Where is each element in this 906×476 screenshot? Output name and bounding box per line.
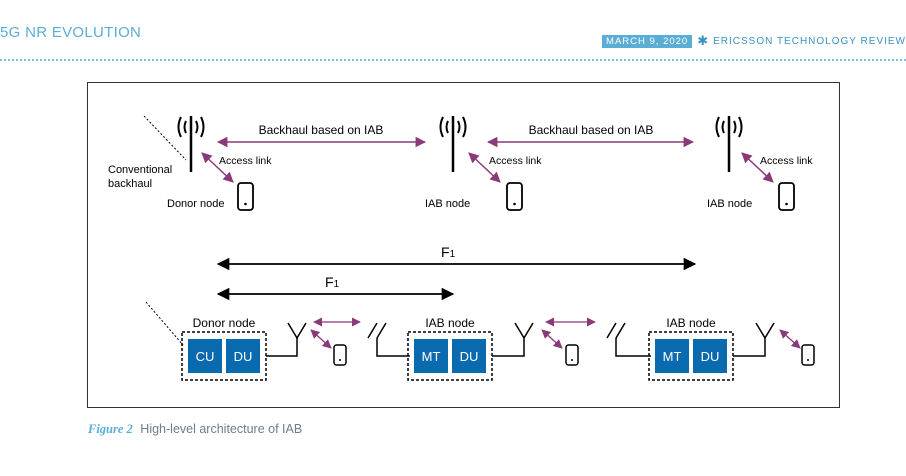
iab-node-1-label: IAB node <box>425 198 470 210</box>
donor-node-label: Donor node <box>167 198 225 210</box>
donor-bottom-access-arrow <box>310 329 332 349</box>
iab-1-phone-icon <box>565 344 579 366</box>
iab-1-du-unit-label: DU <box>460 349 479 364</box>
iab-node-1-phone-icon <box>506 182 523 211</box>
figure-frame <box>87 82 840 408</box>
iab-node-2-label: IAB node <box>707 198 752 210</box>
iab-2-mt-antenna-icon <box>606 322 651 357</box>
iab-node-2-bottom-label: IAB node <box>666 316 716 330</box>
iab-2-phone-icon <box>801 344 815 366</box>
donor-du-antenna-icon <box>266 322 307 357</box>
iab-1-du-unit <box>452 339 486 373</box>
iab-2-du-antenna-icon <box>733 322 775 357</box>
backhaul-label-2: Backhaul based on IAB <box>529 123 654 137</box>
iab-node-2-antenna-icon <box>715 116 743 172</box>
publication-header: MARCH 9, 2020 ✱ ERICSSON TECHNOLOGY REVI… <box>602 33 906 49</box>
donor-du-unit <box>226 339 260 373</box>
iab-1-bottom-access-arrow <box>541 329 563 349</box>
figure-title: High-level architecture of IAB <box>140 422 303 436</box>
iab-2-mt-unit <box>655 339 689 373</box>
backhaul-label-1: Backhaul based on IAB <box>259 123 384 137</box>
iab-1-access-link-arrow <box>468 152 501 183</box>
figure-number: Figure 2 <box>88 422 133 436</box>
cu-unit-label: CU <box>196 349 215 364</box>
donor-du-unit-label: DU <box>234 349 253 364</box>
header-divider <box>0 59 906 61</box>
iab-2-access-link-label: Access link <box>760 155 813 167</box>
iab-node-2-phone-icon <box>778 182 795 211</box>
f1-label-short: F1 <box>325 274 340 290</box>
donor-node-phone-icon <box>237 182 254 211</box>
date-badge: MARCH 9, 2020 <box>602 34 693 48</box>
section-title: 5G NR EVOLUTION <box>0 24 142 41</box>
iab-1-mt-antenna-icon <box>367 322 410 357</box>
donor-node-bottom-label: Donor node <box>193 316 256 330</box>
asterisk-icon: ✱ <box>697 33 710 48</box>
iab-1-du-antenna-icon <box>492 322 534 357</box>
iab-2-du-unit-label: DU <box>701 349 720 364</box>
iab-1-mt-unit <box>414 339 448 373</box>
donor-access-link-label: Access link <box>219 155 272 167</box>
iab-node-1-bottom-label: IAB node <box>425 316 475 330</box>
f1-label-long: F1 <box>441 244 456 260</box>
publication-name: ERICSSON TECHNOLOGY REVIEW <box>713 35 906 47</box>
donor-node-antenna-icon <box>177 116 205 172</box>
iab-node-1-antenna-icon <box>439 116 467 172</box>
conventional-backhaul-label-2: backhaul <box>108 178 152 190</box>
cu-unit <box>188 339 222 373</box>
iab-1-mt-unit-label: MT <box>422 349 441 364</box>
figure-caption: Figure 2 High-level architecture of IAB <box>88 422 302 437</box>
conventional-backhaul-label: Conventional <box>108 164 172 176</box>
iab-2-mt-unit-label: MT <box>663 349 682 364</box>
iab-2-du-unit <box>693 339 727 373</box>
iab-2-bottom-access-arrow <box>779 329 801 349</box>
bottom-conventional-line <box>145 301 184 346</box>
donor-access-link-arrow <box>201 152 234 183</box>
iab-2-access-link-arrow <box>741 152 774 183</box>
iab-1-access-link-label: Access link <box>489 155 542 167</box>
donor-phone-icon <box>333 344 347 366</box>
